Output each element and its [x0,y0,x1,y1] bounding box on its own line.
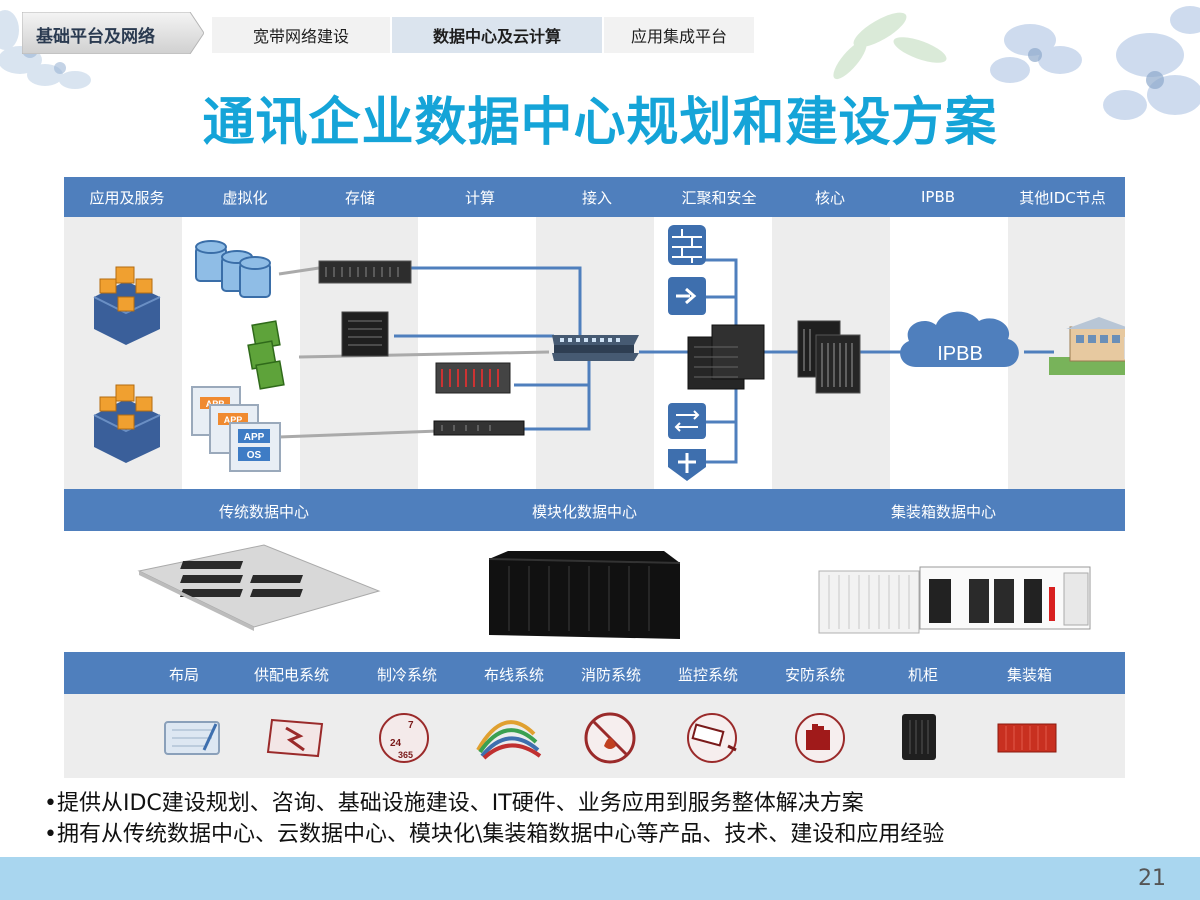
architecture-diagram: APP APP APP OS [64,217,1125,489]
subsystem-cabinet: 机柜 [908,666,939,684]
cooling-icon: 24 7 365 [379,713,429,763]
subsystem-icon-graphics: 24 7 365 [164,712,1057,764]
app-os-stack-icon: APP APP APP OS [191,386,281,472]
subsystem-icons: 24 7 365 [64,694,1125,778]
col-core: 核心 [814,188,845,207]
modular-datacenter-image [488,551,681,639]
database-icon [195,240,271,298]
page-title: 通讯企业数据中心规划和建设方案 [202,93,998,153]
datacenter-graphics [137,544,1091,639]
cabling-icon [476,720,542,760]
blade-server-icon [435,362,511,394]
nav-primary-section[interactable]: 基础平台及网络 [22,12,204,54]
container-icon [997,723,1057,753]
subsystem-cooling: 制冷系统 [377,666,438,684]
datacenter-images [64,531,1125,652]
footer-bar: 21 [0,857,1200,900]
tab-broadband[interactable]: 宽带网络建设 [212,17,392,53]
idc-building-icon [1049,317,1125,375]
app-badge: APP [244,432,265,443]
col-access: 接入 [581,188,612,207]
os-badge: OS [247,450,262,461]
col-aggregation-security: 汇聚和安全 [681,188,757,207]
cooling-365: 365 [398,750,413,760]
subsystems-header: 布局 供配电系统 制冷系统 布线系统 消防系统 监控系统 安防系统 机柜 集装箱 [64,652,1125,694]
core-switch-icon [687,324,765,390]
security-hand-icon [795,713,845,763]
nav-primary-shape [22,12,204,54]
cooling-7: 7 [408,720,414,731]
cooling-24: 24 [390,738,402,749]
container-datacenter-image [818,566,1091,634]
tower-server-icon [341,311,389,357]
vm-cluster-icon [93,266,161,345]
vm-cluster-icon [93,384,161,463]
rack-server-icon [433,420,525,436]
firewall-icon [668,225,706,265]
col-apps-services: 应用及服务 [89,188,165,207]
architecture-header: 应用及服务 虚拟化 存储 计算 接入 汇聚和安全 核心 IPBB 其他IDC节点 [64,177,1125,217]
tab-app-integration[interactable]: 应用集成平台 [604,17,756,53]
architecture-graphics: APP APP APP OS [93,225,1125,481]
subsystem-container: 集装箱 [1007,666,1053,684]
bullet-item: •拥有从传统数据中心、云数据中心、模块化\集装箱数据中心等产品、技术、建设和应用… [44,822,945,847]
subsystem-layout: 布局 [169,666,200,684]
bullet-item: •提供从IDC建设规划、咨询、基础设施建设、IT硬件、业务应用到服务整体解决方案 [44,791,864,816]
core-router-icon [797,320,861,394]
monitoring-icon [687,713,737,763]
ipbb-cloud-label: IPBB [937,343,983,365]
tab-datacenter-cloud[interactable]: 数据中心及云计算 [392,17,604,53]
dc-modular-label: 模块化数据中心 [532,503,638,521]
subsystem-cabling: 布线系统 [484,666,545,684]
traditional-datacenter-image [137,544,381,631]
load-balancer-icon [668,277,706,315]
fire-icon [584,712,636,764]
bullet-list: •提供从IDC建设规划、咨询、基础设施建设、IT硬件、业务应用到服务整体解决方案… [44,788,944,850]
col-virtualization: 虚拟化 [222,188,268,207]
ipbb-cloud-icon: IPBB [900,311,1019,367]
app-badge: APP [224,415,243,425]
security-shield-icon [668,449,706,481]
col-other-idc: 其他IDC节点 [1019,188,1106,207]
layout-icon [164,721,220,755]
power-icon [266,718,324,758]
access-switch-icon [552,335,639,361]
dc-container-label: 集装箱数据中心 [891,503,997,521]
subsystem-fire: 消防系统 [581,666,642,684]
switch-appliance-icon [668,403,706,439]
nav-tabs: 宽带网络建设 数据中心及云计算 应用集成平台 [212,17,756,53]
cabinet-icon [902,714,936,760]
memory-icon [247,320,285,390]
nav-primary-label: 基础平台及网络 [36,27,155,47]
col-ipbb: IPBB [920,188,956,206]
dc-traditional-label: 传统数据中心 [219,503,310,521]
col-storage: 存储 [344,188,375,207]
subsystem-security: 安防系统 [785,666,846,684]
datacenter-types-header: 传统数据中心 模块化数据中心 集装箱数据中心 [64,489,1125,531]
subsystem-power: 供配电系统 [254,666,330,684]
storage-server-icon [318,260,412,284]
col-compute: 计算 [464,188,495,207]
subsystem-monitoring: 监控系统 [678,666,739,684]
page-number: 21 [1138,866,1166,891]
